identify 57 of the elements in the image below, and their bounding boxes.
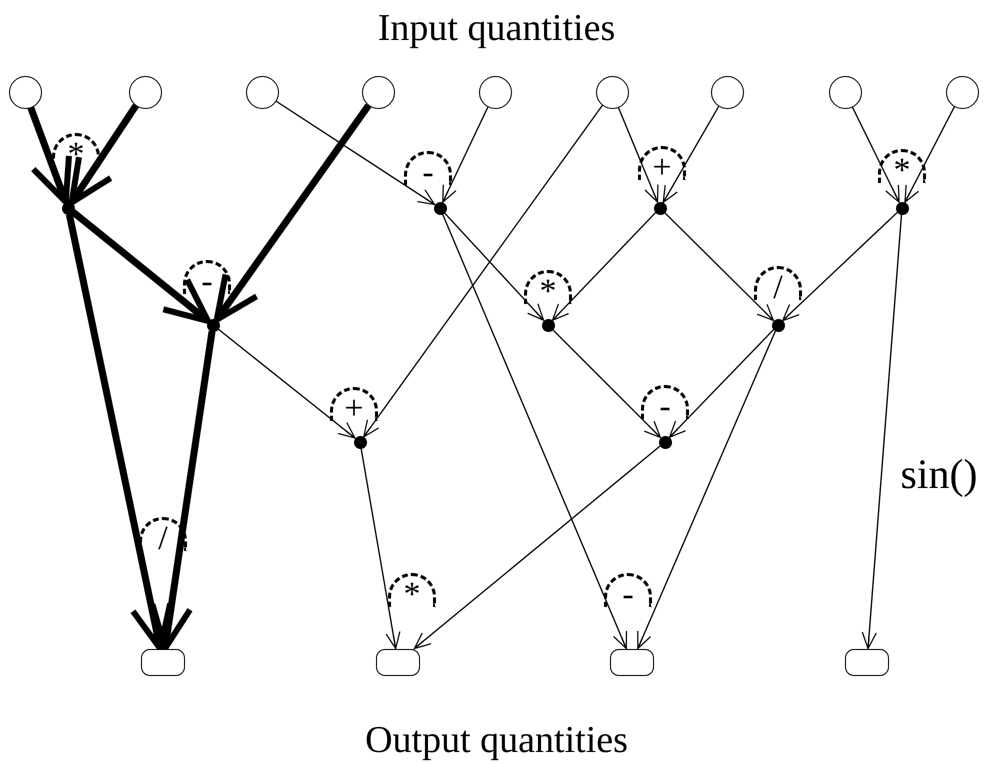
operator-symbol: * xyxy=(388,573,436,607)
arrow xyxy=(552,212,656,321)
arrow xyxy=(444,212,544,321)
operation-dot xyxy=(772,318,784,332)
operation-dot xyxy=(434,202,446,214)
arrow xyxy=(552,329,661,438)
operation-dot xyxy=(658,436,672,448)
operator-symbol: * xyxy=(524,270,572,304)
arrow xyxy=(618,107,658,203)
operator-symbol: - xyxy=(641,385,689,419)
operation-dot xyxy=(896,202,908,214)
arrow xyxy=(363,105,603,438)
arrow xyxy=(664,212,774,322)
arrow xyxy=(442,214,628,650)
input-circle xyxy=(362,76,394,108)
operation-dot xyxy=(542,318,554,332)
input-circle xyxy=(828,76,862,108)
operator-symbol: + xyxy=(330,387,378,421)
thick-arrow xyxy=(214,103,372,323)
arrow xyxy=(662,106,720,203)
arrow xyxy=(852,106,900,203)
operator-symbol: + xyxy=(638,146,686,180)
output-box xyxy=(845,648,889,676)
input-circle xyxy=(710,76,744,108)
input-circle xyxy=(8,76,42,108)
arrow xyxy=(637,330,776,650)
arrow xyxy=(360,448,400,650)
operation-dot xyxy=(654,202,666,214)
arrow xyxy=(442,106,489,203)
thick-arrow xyxy=(68,104,139,206)
arrow xyxy=(782,212,898,322)
input-circle xyxy=(128,76,162,108)
heading: Output quantities xyxy=(364,718,629,762)
arrow xyxy=(668,329,774,438)
output-box xyxy=(141,648,185,676)
operator-symbol: / xyxy=(754,266,802,300)
arrow xyxy=(275,100,436,206)
operator-symbol: - xyxy=(604,573,652,607)
operation-dot xyxy=(354,436,366,448)
heading: Input quantities xyxy=(376,6,616,50)
operator-symbol: - xyxy=(183,260,231,294)
input-circle xyxy=(246,76,278,108)
output-box xyxy=(376,648,420,676)
operator-symbol: * xyxy=(52,133,100,167)
input-circle xyxy=(946,76,978,108)
arrow xyxy=(218,328,356,439)
output-box xyxy=(610,648,654,676)
thick-arrow xyxy=(27,106,72,205)
operator-symbol: * xyxy=(878,149,926,183)
operator-symbol: / xyxy=(139,517,187,551)
arrow xyxy=(414,446,660,650)
operator-symbol: - xyxy=(404,151,452,185)
arrow xyxy=(904,106,955,203)
thick-arrow xyxy=(70,209,211,324)
input-circle xyxy=(596,76,628,108)
input-circle xyxy=(478,76,512,108)
arrow xyxy=(862,214,902,650)
